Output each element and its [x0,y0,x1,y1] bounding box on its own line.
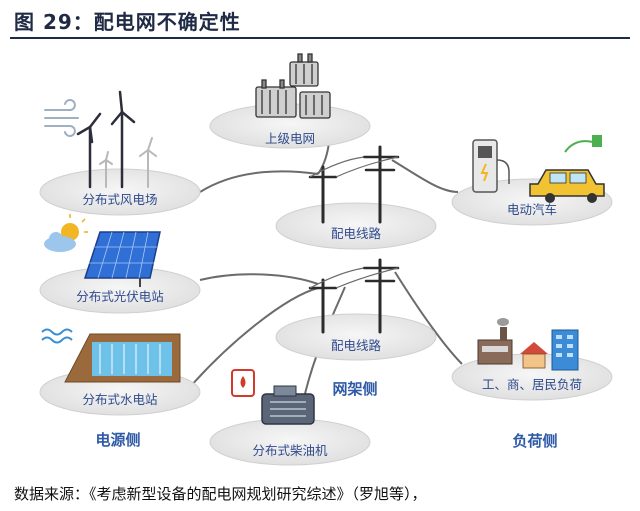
sun-cloud-icon [44,214,88,252]
label-diesel: 分布式柴油机 [252,443,328,458]
utility-pole-icon [308,145,400,224]
label-upper-grid: 上级电网 [265,131,315,146]
solar-panel-icon [83,231,161,287]
factory-icon [477,318,513,365]
label-line-top: 配电线路 [331,226,382,241]
group-label-load-side: 负荷侧 [512,432,557,450]
title-rule [10,37,630,39]
label-hydro-station: 分布式水电站 [82,392,157,407]
label-solar-station: 分布式光伏电站 [76,289,164,304]
label-wind-farm: 分布式风电场 [82,192,157,207]
house-icon [520,342,548,369]
wire-wind-to-line [199,170,319,193]
group-label-source-side: 电源侧 [95,431,140,449]
diesel-generator-icon [261,385,315,425]
source-note: 数据来源：《考虑新型设备的配电网规划研究综述》（罗旭等）， [14,485,427,503]
distribution-network-diagram: 上级电网 分布式风电场 电动汽车 配电线路 分布式光伏电站 配电线路 分布式水电… [39,53,613,466]
ellipse-line-top [275,202,437,250]
charging-plug-icon [564,135,602,153]
hydro-dam-icon [64,333,181,383]
wind-turbine-icon [76,90,157,189]
wire-line-to-ev [391,159,459,193]
label-line-bottom: 配电线路 [331,338,382,353]
pole-wires [309,156,399,289]
ellipse-line-bottom [275,313,437,361]
electric-car-icon [529,169,605,203]
figure-title: 图 29：配电网不确定性 [14,10,241,34]
ev-charger-icon [472,139,510,193]
ellipse-wind [39,168,201,216]
group-label-grid-side: 网架侧 [332,380,377,398]
wind-gust-icon [44,99,79,137]
office-building-icon [551,329,579,371]
label-ev: 电动汽车 [507,202,557,217]
fuel-can-icon [231,369,255,397]
wire-solar-to-line [199,273,319,285]
water-wave-icon [41,328,73,344]
ellipse-diesel [209,418,371,466]
wire-line-to-loads [394,271,463,365]
connection-wires [189,109,463,418]
utility-pole-icon [308,258,400,334]
wire-hydro-to-line [189,287,319,388]
label-loads: 工、商、居民负荷 [482,377,582,392]
transformer-icon [255,53,331,119]
